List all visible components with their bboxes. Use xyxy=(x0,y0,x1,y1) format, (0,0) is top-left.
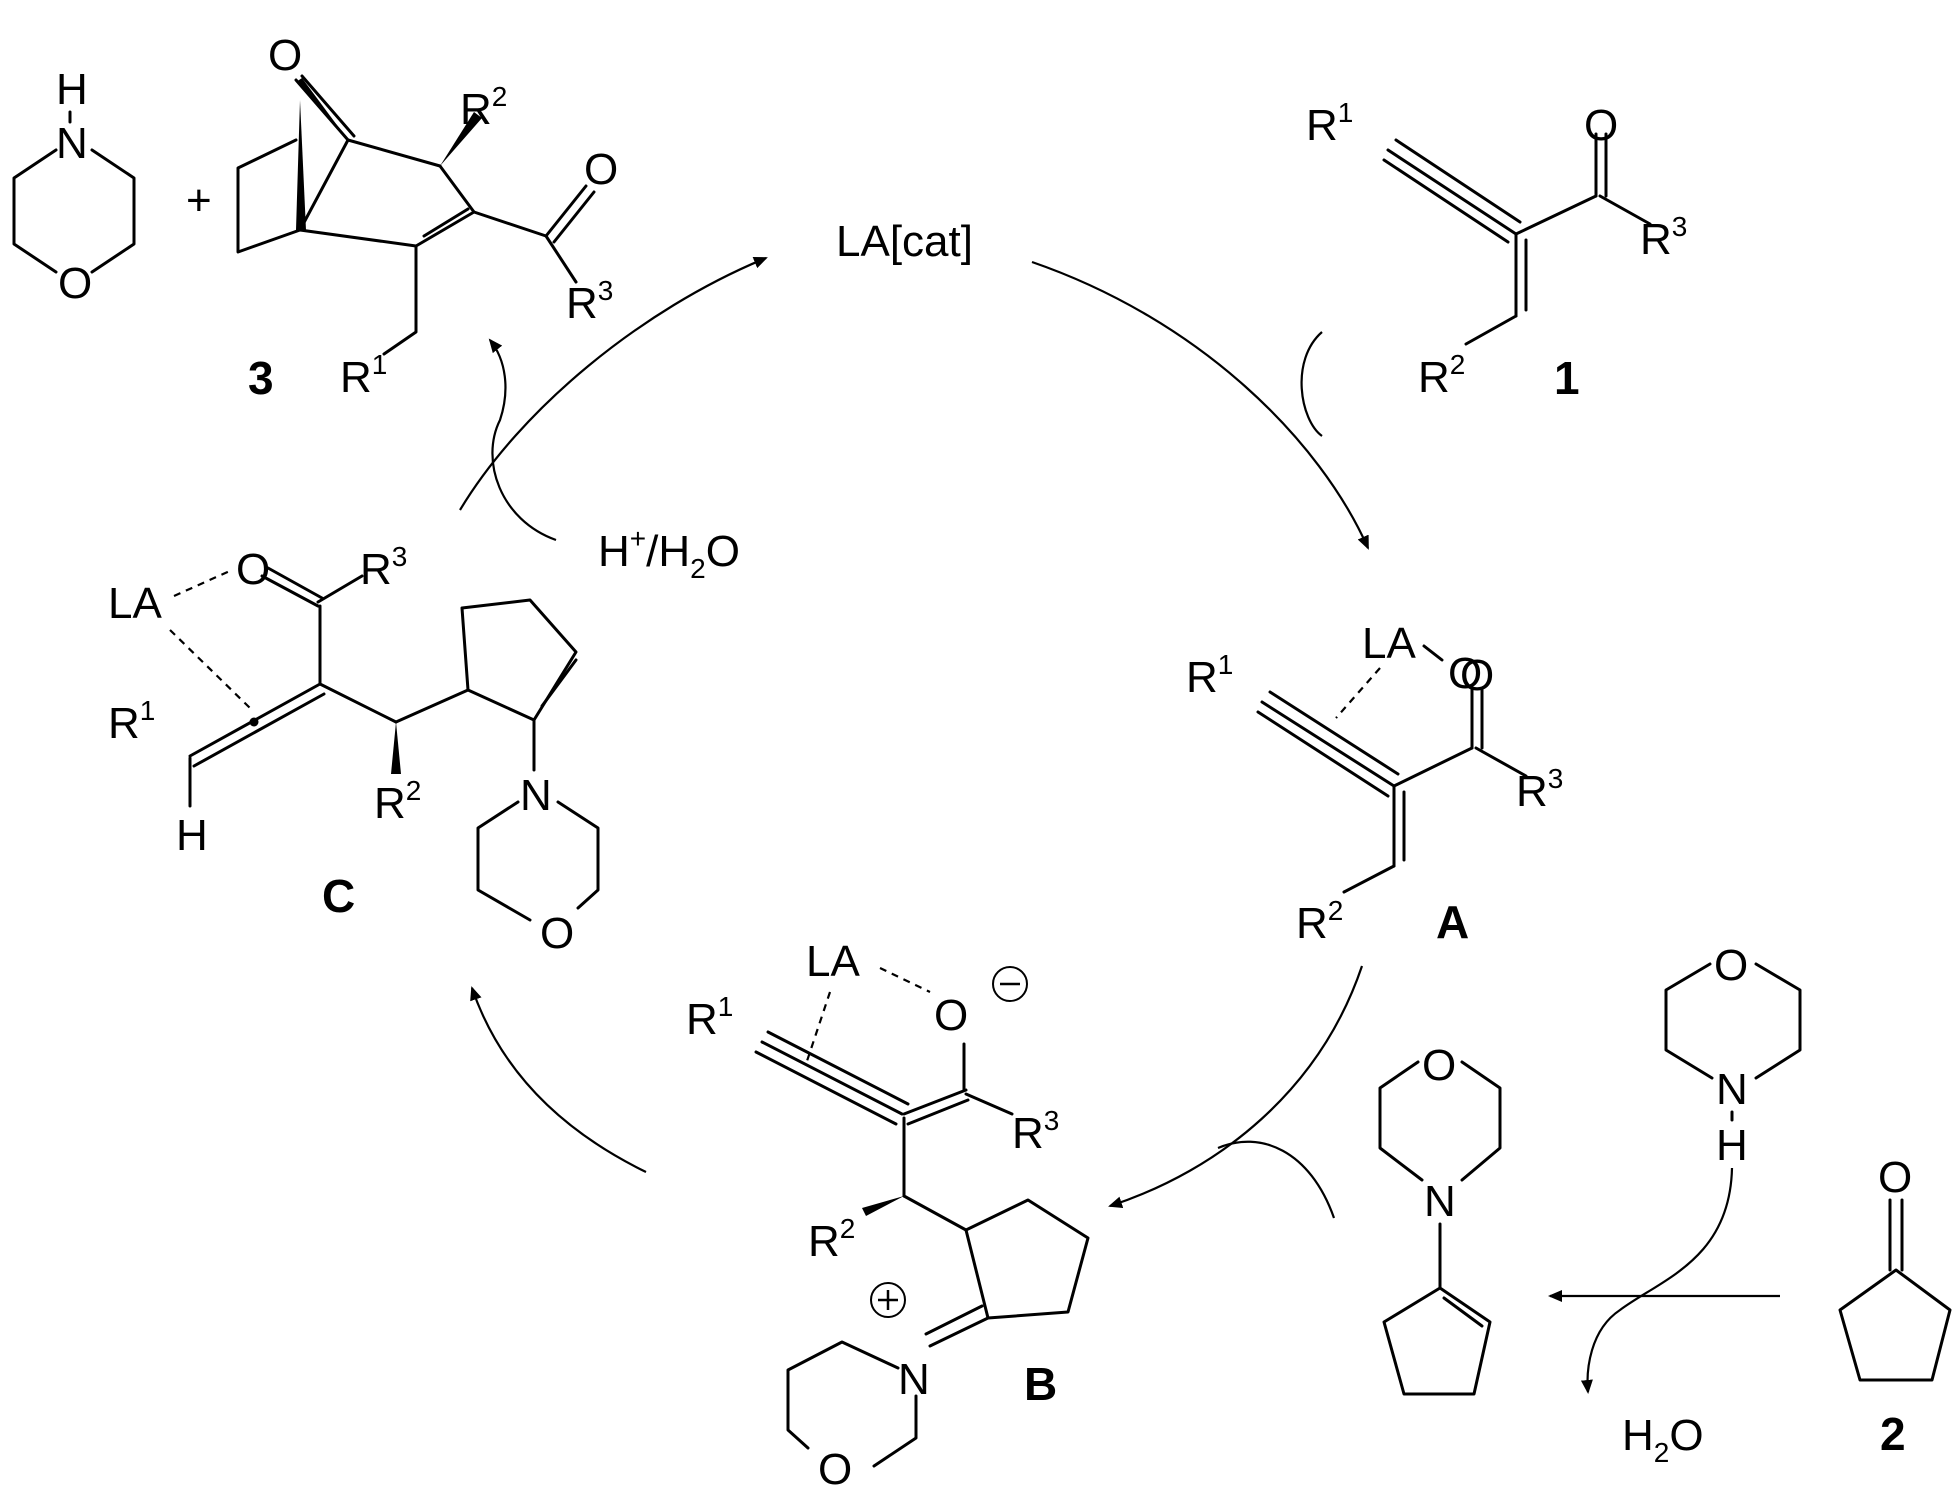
allene-center-dot xyxy=(249,717,259,727)
intermediate-B: LA O R1 R3 R2 N O B xyxy=(686,937,1090,1494)
arrow-B-to-C xyxy=(470,986,647,1173)
reagent-o-label: O xyxy=(1714,941,1748,990)
enamine-n-label: N xyxy=(1424,1177,1456,1226)
c-n-label: N xyxy=(520,771,552,820)
arc-enamine-in xyxy=(1217,1140,1336,1219)
c3-o-label: O xyxy=(584,145,618,194)
arrow-cat-to-A xyxy=(1031,260,1370,550)
c3-r3-label: R3 xyxy=(566,275,613,328)
b-r2-label: R2 xyxy=(808,1213,855,1266)
b-o-minus-label: O xyxy=(934,991,968,1040)
catalyst-label: LA[cat] xyxy=(836,217,973,266)
compound-3: O R2 O R3 R1 3 xyxy=(236,31,618,404)
b-plus-charge xyxy=(870,1282,906,1318)
c-o-ring-label: O xyxy=(540,909,574,958)
a-la-label: LA xyxy=(1362,619,1416,668)
c-r3-label: R3 xyxy=(360,541,407,594)
b-n-label: N xyxy=(898,1355,930,1404)
c1-r3-label: R3 xyxy=(1640,211,1687,264)
c1-r2-label: R2 xyxy=(1418,349,1465,402)
compound-1: R1 O R3 R2 1 xyxy=(1306,97,1687,404)
arc-hydrolysis-product-out xyxy=(488,338,557,542)
c-r2-label: R2 xyxy=(374,775,421,828)
a-o-label: O xyxy=(1448,649,1482,698)
intermediate-A: LA O R1 O R3 R2 A xyxy=(1186,619,1563,948)
morpholine-o-label: O xyxy=(58,259,92,308)
c1-o-label: O xyxy=(1584,101,1618,150)
c1-r1-label: R1 xyxy=(1306,97,1353,150)
a-o2-label: O xyxy=(1460,651,1494,700)
reagent-h-label: H xyxy=(1716,1121,1748,1170)
b-r1-label: R1 xyxy=(686,991,733,1044)
intermediate-A-label: A xyxy=(1436,896,1469,948)
b-minus-charge xyxy=(992,966,1028,1002)
arrow-A-to-B xyxy=(1108,965,1364,1208)
water-byproduct-label: H2O xyxy=(1622,1411,1704,1468)
c3-r1-label: R1 xyxy=(340,349,387,402)
plus-sign: + xyxy=(186,176,212,225)
morpholine-n-label: N xyxy=(56,119,88,168)
compound-2: O 2 xyxy=(1838,1153,1952,1460)
b-o-ring-label: O xyxy=(818,1445,852,1494)
arc-morpholine-in-water-out xyxy=(1580,1167,1734,1394)
enamine: O N xyxy=(1378,1041,1502,1396)
intermediate-C-label: C xyxy=(322,870,355,922)
c-la-label: LA xyxy=(108,579,162,628)
reagent-n-label: N xyxy=(1716,1065,1748,1114)
arrow-C-to-cat xyxy=(459,256,768,511)
morpholine-h-label: H xyxy=(56,65,88,114)
b-r3-label: R3 xyxy=(1012,1105,1059,1158)
c3-r2-label: R2 xyxy=(460,81,507,134)
c-r1-label: R1 xyxy=(108,695,155,748)
c-h-label: H xyxy=(176,811,208,860)
a-r2-label: R2 xyxy=(1296,895,1343,948)
enamine-o-label: O xyxy=(1422,1041,1456,1090)
intermediate-C: LA O R3 R1 H R2 N O C xyxy=(108,541,600,958)
intermediate-B-label: B xyxy=(1024,1358,1057,1410)
morpholine-reagent: O N H xyxy=(1664,941,1802,1170)
compound-2-number: 2 xyxy=(1880,1408,1906,1460)
bridge-o-label: O xyxy=(268,31,302,80)
a-r1-label: R1 xyxy=(1186,649,1233,702)
hydrolysis-reagent-label: H+/H2O xyxy=(598,523,740,584)
arc-substrate-1-in xyxy=(1300,331,1323,437)
compound-1-number: 1 xyxy=(1554,352,1580,404)
a-r3-label: R3 xyxy=(1516,763,1563,816)
c-o-label: O xyxy=(236,545,270,594)
compound-3-number: 3 xyxy=(248,352,274,404)
c2-o-label: O xyxy=(1878,1153,1912,1202)
morpholine-product: H N O xyxy=(12,65,136,308)
b-la-label: LA xyxy=(806,937,860,986)
